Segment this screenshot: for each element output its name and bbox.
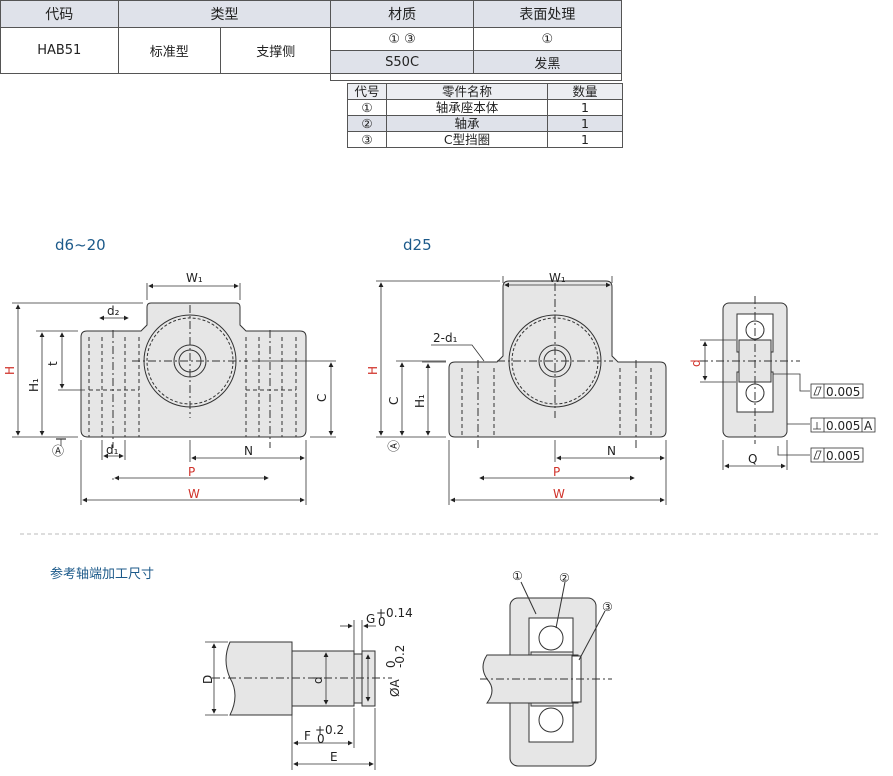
dim-H-right: H	[366, 366, 380, 375]
shaft-dimensions	[205, 620, 376, 770]
dim-W1-right: W₁	[549, 271, 566, 285]
dim-H1-left: H₁	[27, 378, 41, 392]
material-value: S50C	[330, 50, 474, 74]
dim-OA-tol-lo: -0.2	[393, 645, 407, 668]
dim-OA-tol-up: 0	[384, 660, 398, 668]
tol-flatness-2: 0.005	[826, 449, 860, 463]
spacer-right	[330, 73, 622, 81]
dim-d-side: d	[689, 359, 703, 367]
side-dimensions	[700, 339, 876, 470]
dim-W-left: W	[188, 487, 200, 501]
dim-H-left: H	[3, 366, 17, 375]
left-front-view	[80, 302, 307, 448]
parts-hdr-name: 零件名称	[386, 83, 548, 100]
dim-C-left: C	[315, 394, 329, 402]
datum-A-right: Ⓐ	[387, 440, 401, 452]
part-qty: 1	[547, 131, 623, 148]
tol-perp-ref: A	[864, 419, 873, 433]
parts-hdr-qty: 数量	[547, 83, 623, 100]
type-standard: 标准型	[117, 27, 222, 74]
dim-2d1-right: 2-d₁	[433, 331, 458, 345]
left-dimensions	[12, 283, 336, 505]
dim-F-tol-lo: 0	[317, 732, 325, 746]
hdr-code: 代码	[0, 0, 119, 28]
dim-P-right: P	[553, 465, 560, 479]
dim-OA-shaft: ØA	[388, 679, 402, 697]
callout-3: ③	[602, 600, 613, 614]
dim-D-shaft: D	[201, 675, 215, 684]
dim-d-shaft: d	[311, 676, 325, 684]
shaft-section-title: 参考轴端加工尺寸	[50, 566, 154, 582]
dim-G-tol-lo: 0	[378, 615, 386, 629]
dim-H1-right: H₁	[413, 394, 427, 408]
callout-2: ②	[559, 571, 570, 585]
right-front-view	[448, 280, 667, 448]
spacer	[0, 73, 331, 81]
datum-A-left: Ⓐ	[52, 444, 64, 458]
dim-W1-left: W₁	[186, 271, 203, 285]
surface-value: 发黑	[472, 50, 623, 74]
dim-E-shaft: E	[330, 750, 338, 764]
dim-F-shaft: F	[304, 729, 311, 743]
material-parts: ① ③	[330, 27, 474, 51]
hdr-surface: 表面处理	[472, 0, 623, 28]
side-section-view	[700, 296, 800, 444]
dim-P-left: P	[188, 465, 195, 479]
left-view-title: d6~20	[55, 236, 106, 254]
assembly-section	[480, 581, 612, 767]
dim-t-left: t	[46, 361, 60, 366]
spec-table: 代码 类型 材质 表面处理 HAB51 标准型 支撑侧 ① ③ ① S50C 发…	[0, 0, 623, 81]
callout-1: ①	[512, 569, 523, 583]
dim-d1-left: d₁	[106, 443, 119, 457]
dim-G-shaft: G	[366, 612, 375, 626]
dim-d2-left: d₂	[107, 304, 120, 318]
dim-G-tol-up: +0.14	[376, 606, 413, 620]
tol-flatness-1: 0.005	[826, 385, 860, 399]
dim-Q-side: Q	[748, 452, 757, 466]
parts-hdr-no: 代号	[347, 83, 387, 100]
part-name: 轴承	[386, 115, 548, 132]
part-name: 轴承座本体	[386, 99, 548, 116]
dim-N-left: N	[244, 444, 253, 458]
surface-parts: ①	[472, 27, 623, 51]
dim-W-right: W	[553, 487, 565, 501]
parts-table: 代号 零件名称 数量 ① 轴承座本体 1 ② 轴承 1 ③ C型挡圈 1	[347, 83, 623, 148]
dim-F-tol-up: +0.2	[315, 723, 344, 737]
shaft-end-drawing	[212, 641, 392, 716]
right-view-title: d25	[403, 236, 432, 254]
code-value: HAB51	[0, 27, 119, 74]
dim-C-right: C	[387, 397, 401, 405]
right-dimensions	[376, 276, 667, 505]
type-support: 支撑侧	[220, 27, 332, 74]
part-name: C型挡圈	[386, 131, 548, 148]
dim-N-right: N	[607, 444, 616, 458]
tol-perp: 0.005	[826, 419, 860, 433]
